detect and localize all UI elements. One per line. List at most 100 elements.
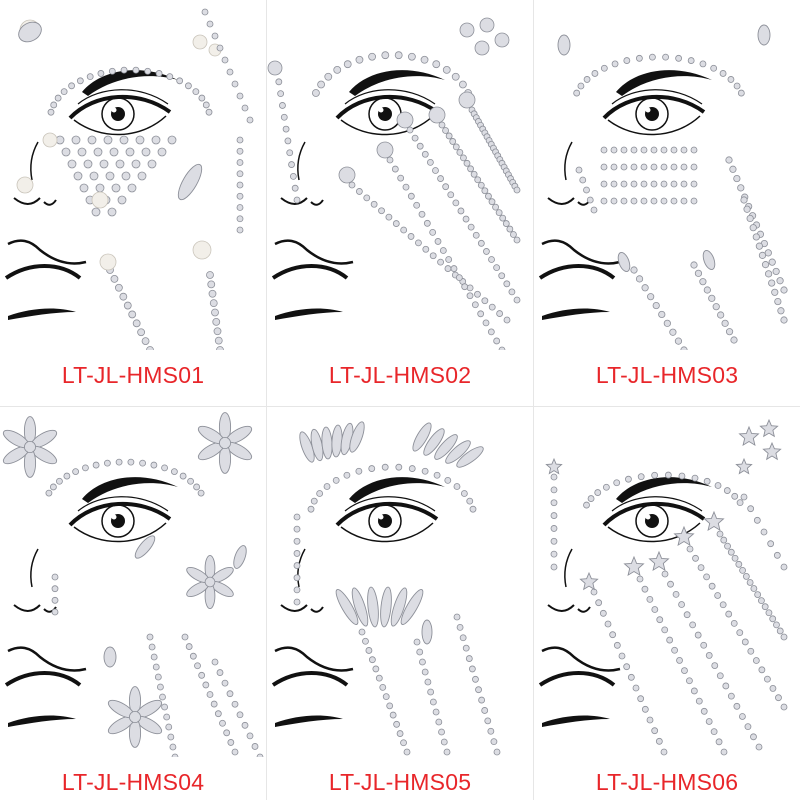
- nose-bridge: [30, 548, 39, 588]
- rhinestone-gem: [435, 718, 443, 726]
- rhinestone-gem: [422, 245, 430, 253]
- product-code-label: LT-JL-HMS03: [595, 362, 739, 388]
- rhinestone-gem: [647, 293, 655, 301]
- rhinestone-gem: [395, 463, 403, 471]
- nostril: [280, 197, 308, 205]
- rhinestone-gem: [392, 220, 400, 227]
- rhinestone-gem: [194, 662, 201, 670]
- rhinestone-gem: [111, 183, 121, 193]
- rhinestone-gem: [282, 125, 290, 133]
- rhinestone-gem: [752, 233, 760, 241]
- rhinestone-gem: [227, 739, 235, 746]
- rhinestone-gem: [758, 666, 766, 674]
- rhinestone-gem: [91, 207, 101, 217]
- rhinestone-gem: [397, 174, 405, 182]
- rhinestone-gem: [450, 265, 458, 272]
- rhinestone-gem: [400, 739, 407, 747]
- rhinestone-gem: [689, 621, 697, 629]
- lower-lip: [542, 308, 610, 320]
- rhinestone-gem: [694, 269, 703, 277]
- lip-line: [538, 671, 616, 687]
- rhinestone-gem: [368, 52, 377, 61]
- rhinestone-gem: [740, 196, 748, 204]
- rhinestone-gem: [708, 582, 716, 590]
- lower-eyelid: [73, 522, 167, 543]
- rhinestone-gem: [733, 82, 741, 90]
- nose-bridge: [30, 141, 39, 181]
- rhinestone-gem: [293, 562, 301, 569]
- rhinestone-gem: [705, 652, 713, 659]
- rhinestone-gem: [236, 204, 244, 211]
- rhinestone-gem: [611, 60, 619, 68]
- rhinestone-gem: [420, 55, 429, 64]
- rhinestone-gem: [368, 656, 376, 664]
- rhinestone-gem: [167, 135, 177, 145]
- lower-eyelid: [340, 522, 434, 543]
- rhinestone-gem: [226, 690, 234, 698]
- rhinestone-gem: [660, 197, 668, 205]
- pearl: [16, 176, 34, 194]
- nostril: [547, 197, 575, 205]
- upper-eyelid: [602, 94, 706, 120]
- rhinestone-gem: [776, 277, 784, 285]
- rhinestone-gem: [660, 146, 668, 154]
- rhinestone-gem: [466, 284, 474, 292]
- rhinestone-gem: [670, 197, 678, 205]
- rhinestone-gem: [661, 626, 669, 634]
- star-gem: [623, 555, 645, 577]
- rhinestone-gem: [680, 146, 688, 154]
- rhinestone-gem: [503, 280, 511, 288]
- rhinestone-gem: [550, 486, 558, 494]
- rhinestone-gem: [212, 317, 221, 326]
- rhinestone-gem: [213, 327, 222, 336]
- rhinestone-gem: [652, 301, 660, 310]
- rhinestone-gem: [583, 76, 591, 83]
- rhinestone-gem: [54, 94, 62, 102]
- rhinestone-gem: [97, 70, 105, 77]
- product-code-label: LT-JL-HMS02: [328, 362, 472, 388]
- rhinestone-gem: [152, 663, 160, 671]
- rhinestone-gem: [465, 655, 473, 662]
- rhinestone-gem: [722, 682, 730, 690]
- rhinestone-gem: [323, 483, 331, 490]
- rhinestone-gem: [114, 283, 123, 292]
- divider-vertical-1: [266, 0, 267, 800]
- rhinestone-gem: [690, 687, 698, 695]
- rhinestone-gem: [370, 200, 378, 208]
- rhinestone-gem: [712, 303, 720, 311]
- rhinestone-gem: [280, 113, 288, 121]
- lower-lip: [275, 715, 343, 727]
- rhinestone-gem: [150, 653, 158, 661]
- rhinestone-gem: [241, 721, 249, 729]
- marquise-gem: [757, 24, 771, 46]
- lower-lip: [8, 715, 76, 727]
- rhinestone-gem: [550, 537, 558, 545]
- rhinestone-gem: [141, 337, 150, 346]
- nostril: [13, 604, 41, 612]
- star-gem: [648, 550, 670, 572]
- pearl: [99, 253, 117, 271]
- rhinestone-gem: [697, 564, 705, 571]
- rhinestone-gem: [502, 220, 510, 227]
- rhinestone-gem: [86, 73, 94, 81]
- rhinestone-gem: [197, 489, 205, 497]
- product-code-label: LT-JL-HMS05: [328, 769, 472, 795]
- product-code-label: LT-JL-HMS04: [61, 769, 205, 795]
- rhinestone-gem: [498, 346, 506, 350]
- rhinestone-gem: [477, 310, 485, 318]
- rhinestone-gem: [602, 483, 610, 491]
- rhinestone-gem: [664, 471, 672, 479]
- rhinestone-gem: [453, 483, 461, 490]
- rhinestone-gem: [483, 248, 490, 255]
- rhinestone-gem: [703, 573, 710, 581]
- marquise-gem: [412, 422, 432, 452]
- rhinestone-gem: [439, 247, 447, 254]
- upper-eyelid: [68, 94, 172, 120]
- marquise-gem: [400, 589, 424, 625]
- rhinestone-gem: [241, 104, 249, 112]
- rhinestone-gem: [458, 91, 476, 109]
- rhinestone-gem: [484, 717, 492, 725]
- rhinestone-gem: [467, 223, 475, 231]
- rhinestone-gem: [703, 477, 711, 485]
- rhinestone-gem: [646, 595, 654, 603]
